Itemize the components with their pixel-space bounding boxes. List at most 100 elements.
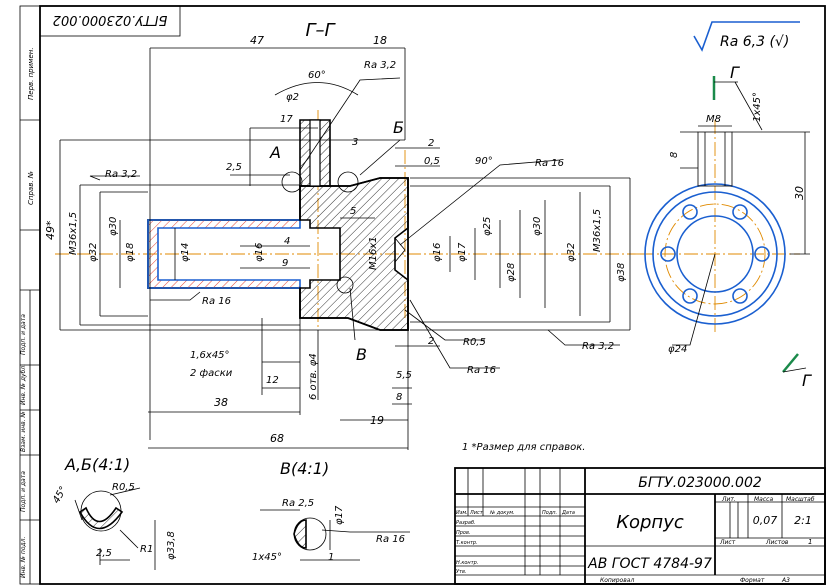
side-strip: Перв. примен. Справ. № Подп. и дата Инв.…: [19, 5, 41, 585]
stamp-code-box: БГТУ.023000.002: [39, 5, 181, 37]
end-view: M8 1x45° 8 30 φ24 Г Г: [640, 63, 812, 390]
title-block: БГТУ.023000.002 Корпус АВ ГОСТ 4784-97 Л…: [454, 467, 826, 585]
side-label-0: Перв. примен.: [27, 47, 35, 100]
dim-p32b: φ32: [566, 243, 577, 262]
stamp-code-text: БГТУ.023000.002: [53, 12, 168, 27]
dim-ra16-b: Ra 16: [202, 296, 231, 307]
side-label-4: Взам. инв. №: [20, 411, 27, 452]
dim-9: 9: [282, 258, 288, 269]
dim-ra32-l: Ra 3,2: [105, 169, 137, 180]
tb-row-4: Дата: [561, 510, 575, 516]
dim-49: 49*: [44, 220, 57, 240]
dim-05: 0,5: [424, 156, 440, 167]
dim-2b: 2: [428, 336, 434, 347]
dim-8: 8: [396, 392, 402, 403]
detailV-ra25: Ra 2,5: [282, 498, 314, 509]
tb-designation: БГТУ.023000.002: [638, 475, 762, 491]
detailAB-r1: R1: [140, 544, 153, 555]
detail-AB-title: А,Б(4:1): [64, 455, 130, 474]
dim-p38: φ38: [616, 263, 627, 282]
label-V: В: [356, 345, 367, 364]
dim-ra32-top: Ra 3,2: [364, 60, 396, 71]
sheet-frame: [39, 5, 826, 585]
dim-90: 90°: [475, 156, 493, 167]
tb-sheets-val: 1: [808, 538, 812, 546]
tb-col-lit: Лит.: [721, 496, 736, 503]
tb-row-3: Подп.: [542, 510, 557, 516]
dim-12: 12: [266, 375, 279, 386]
tb-format: Формат: [740, 577, 765, 584]
dim-60: 60°: [308, 70, 326, 81]
dim-m36: M36x1,5: [68, 212, 79, 255]
dim-m8: M8: [706, 114, 721, 125]
roughness-text: Ra 6,3 (√): [720, 34, 789, 50]
dim-47: 47: [250, 34, 264, 47]
section-title: Г–Г: [305, 20, 336, 41]
tb-role-0: Разраб.: [456, 520, 476, 526]
dim-38: 38: [214, 396, 228, 409]
main-section-view: [55, 47, 640, 450]
dim-m16: M16x1: [368, 236, 379, 270]
mark-G-bot: Г: [802, 371, 812, 390]
detailV-ch: 1x45°: [252, 552, 282, 563]
side-label-2: Подп. и дата: [20, 314, 27, 355]
dim-r05: R0,5: [463, 337, 486, 348]
side-label-5: Подп. и дата: [20, 471, 27, 512]
tb-scale: 2:1: [794, 514, 812, 527]
dim-p28: φ28: [506, 263, 517, 282]
dimension-labels: 47 18 Ra 3,2 60° φ2 17 3 А Б 2 0,5 90° R…: [44, 34, 627, 445]
dim-holes: 6 отв. φ4: [308, 353, 319, 400]
tb-col-scale: Масштаб: [786, 496, 815, 503]
side-label-6: Инв. № подл.: [20, 537, 27, 578]
tb-sheet: Лист: [719, 539, 736, 546]
mark-G-top: Г: [730, 63, 740, 82]
label-B: Б: [393, 118, 404, 137]
dim-55: 5,5: [396, 370, 412, 381]
dim-p18: φ18: [125, 243, 136, 262]
dim-p14: φ14: [180, 243, 191, 262]
tb-role-2: Т.контр.: [456, 540, 478, 546]
dim-p17: φ17: [457, 242, 468, 262]
dim-4: 4: [284, 236, 290, 247]
tb-format-val: А3: [781, 577, 790, 584]
tb-role-1: Пров.: [456, 530, 471, 536]
dim-68: 68: [270, 432, 284, 445]
dim-p30: φ30: [108, 217, 119, 236]
dim-ch16: 1,6x45°: [190, 350, 230, 361]
dim-2a: 2: [428, 138, 434, 149]
tb-copied: Копировал: [600, 577, 634, 584]
tb-mass: 0,07: [753, 514, 778, 527]
tb-role-4: Н.контр.: [456, 560, 478, 566]
detailAB-25: 2,5: [96, 548, 112, 559]
general-roughness: Ra 6,3 (√): [693, 21, 800, 52]
dim-18: 18: [373, 34, 387, 47]
tb-sheets: Листов: [765, 539, 789, 546]
detailV-ra16: Ra 16: [376, 534, 405, 545]
dim-p16b: φ16: [432, 243, 443, 262]
dim-ra16-c: Ra 16: [467, 365, 496, 376]
dim-phi2: φ2: [286, 92, 299, 103]
dim-p30b: φ30: [532, 217, 543, 236]
detail-V: В(4:1) Ra 2,5 φ17 Ra 16 1x45° 1: [252, 459, 410, 563]
detailAB-p338: φ33,8: [166, 531, 177, 560]
side-label-1: Справ. №: [27, 171, 35, 205]
tb-part-name: Корпус: [616, 512, 684, 533]
detailV-p17: φ17: [334, 505, 345, 525]
dim-p16: φ16: [254, 243, 265, 262]
dim-5: 5: [350, 206, 356, 217]
tb-row-0: Изм.: [456, 510, 468, 516]
dim-3: 3: [352, 137, 358, 148]
dim-p32: φ32: [88, 243, 99, 262]
dim-30v: 30: [793, 186, 806, 200]
label-A: А: [269, 143, 281, 162]
dim-ra32-br: Ra 3,2: [582, 341, 614, 352]
dim-25: 2,5: [226, 162, 242, 173]
tb-row-2: № докум.: [489, 510, 515, 516]
detail-V-title: В(4:1): [280, 459, 329, 478]
detailAB-45: 45°: [51, 485, 69, 506]
tb-material: АВ ГОСТ 4784-97: [587, 556, 712, 572]
tb-col-mass: Масса: [754, 496, 773, 503]
dim-17: 17: [280, 114, 293, 125]
dim-m36b: M36x1,5: [592, 209, 603, 252]
